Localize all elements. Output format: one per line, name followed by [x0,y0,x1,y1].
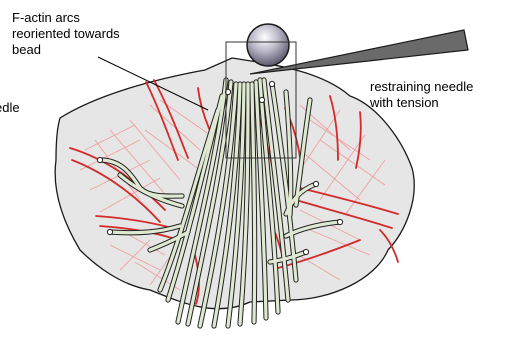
actin-label-line1: F-actin arcs [12,10,80,25]
bead-sphere-icon [247,24,289,66]
actin-label-line3: bead [12,42,41,57]
needle-label-line1: restraining needle [370,79,473,94]
clipped-label: edle [0,100,20,115]
actin-label-line2: reoriented towards [12,26,120,41]
needle-label-line2: with tension [369,95,439,110]
